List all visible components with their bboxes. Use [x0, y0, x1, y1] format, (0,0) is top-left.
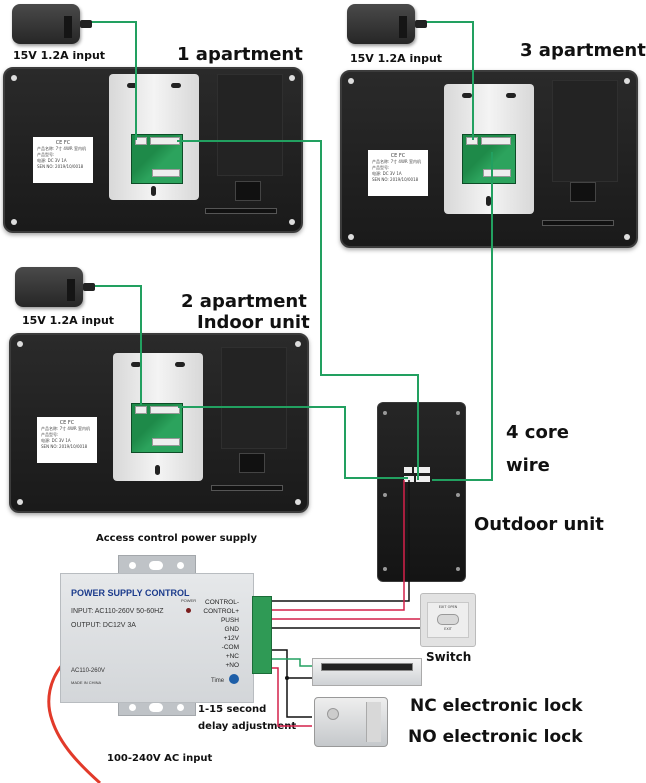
indoor-monitor-apartment-1: CE FC 产品名称: 7寸 4WR 室内机产品型号: 电源: DC 3V 1A…: [3, 67, 303, 233]
nc-lock-label: NC electronic lock: [410, 696, 583, 716]
outdoor-unit: [377, 402, 466, 582]
magnetic-lock: [312, 658, 422, 686]
mounting-plate: [113, 353, 203, 481]
access-psu-title: Access control power supply: [96, 533, 257, 544]
power-supply-control-box: POWER SUPPLY CONTROL INPUT: AC110-260V 5…: [60, 573, 254, 703]
adapter-2-label: 15V 1.2A input: [22, 314, 115, 327]
psu-mount-bottom: [118, 700, 196, 716]
apartment-3-title: 3 apartment: [520, 40, 646, 61]
terminal-block: [252, 596, 272, 674]
exit-switch: EXIT OPEN EXIT: [420, 593, 476, 647]
wire-outdoor-control-pos: [272, 480, 405, 611]
ac-input-label: 100-240V AC input: [107, 753, 213, 764]
battery-bay: [221, 347, 287, 449]
wire-com: [272, 649, 312, 679]
wire-com-bolt: [286, 678, 312, 718]
ac-cable: [47, 664, 102, 783]
power-adapter-3: [347, 4, 427, 44]
circuit-board: [131, 134, 183, 184]
indoor-monitor-apartment-3: CE FC 产品名称: 7寸 4WR 室内机产品型号: 电源: DC 3V 1A…: [340, 70, 638, 248]
circuit-board: [131, 403, 183, 453]
power-adapter-1: [12, 4, 92, 44]
indoor-unit-title: Indoor unit: [197, 312, 310, 333]
wire-no: [272, 667, 312, 727]
psu-brand: POWER SUPPLY CONTROL: [71, 588, 190, 598]
mounting-plate: [109, 74, 199, 200]
wire-apt3-outdoor: [432, 152, 493, 481]
mounting-plate: [444, 84, 534, 214]
wire-junction: [285, 676, 289, 680]
wire-outdoor-control-neg: [272, 480, 410, 602]
wire-nc: [272, 658, 312, 667]
core-wire-label-2: wire: [506, 455, 550, 476]
power-adapter-2: [15, 267, 95, 307]
no-lock-label: NO electronic lock: [408, 727, 583, 747]
wire-adapter2: [95, 285, 142, 405]
wire-apt1-outdoor: [177, 140, 419, 480]
apartment-1-title: 1 apartment: [177, 44, 303, 65]
delay-adjust-knob[interactable]: [229, 674, 239, 684]
battery-bay: [217, 74, 283, 176]
wire-adapter1: [90, 21, 137, 140]
spec-sticker: CE FC 产品名称: 7寸 4WR 室内机产品型号: 电源: DC 3V 1A…: [33, 137, 93, 183]
apartment-2-title: 2 apartment: [181, 291, 307, 312]
bolt-lock: [314, 697, 388, 747]
wire-apt2-outdoor: [178, 406, 408, 479]
power-led: [186, 608, 191, 613]
adapter-3-label: 15V 1.2A input: [350, 52, 443, 65]
core-wire-label-1: 4 core: [506, 422, 569, 443]
adapter-1-label: 15V 1.2A input: [13, 49, 106, 62]
wire-adapter3: [418, 21, 474, 140]
switch-label: Switch: [426, 650, 472, 664]
spec-sticker: CE FC 产品名称: 7寸 4WR 室内机产品型号: 电源: DC 3V 1A…: [37, 417, 97, 463]
key-icon: [437, 614, 459, 625]
spec-sticker: CE FC 产品名称: 7寸 4WR 室内机产品型号: 电源: DC 3V 1A…: [368, 150, 428, 196]
indoor-monitor-apartment-2: CE FC 产品名称: 7寸 4WR 室内机产品型号: 电源: DC 3V 1A…: [9, 333, 309, 513]
delay-label-1: 1-15 second: [198, 704, 267, 715]
battery-bay: [552, 80, 618, 182]
delay-label-2: delay adjustment: [198, 721, 297, 732]
outdoor-unit-label: Outdoor unit: [474, 514, 604, 535]
circuit-board: [462, 134, 516, 184]
